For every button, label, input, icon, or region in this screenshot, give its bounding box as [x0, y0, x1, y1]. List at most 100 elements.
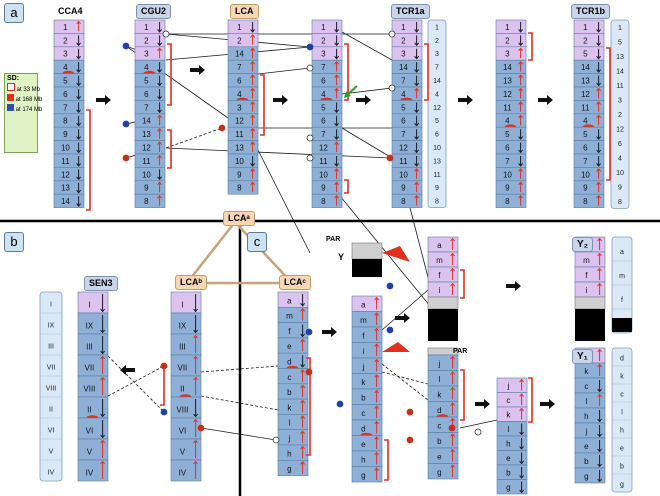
sen3-arrowhead-4	[100, 376, 105, 381]
tcr1a-label-7: 6	[401, 117, 406, 126]
tcr1a-label-5: 4	[401, 90, 406, 99]
y1a-label-3: l	[508, 425, 510, 434]
sen3-ideo-label-4: VIII	[46, 386, 57, 393]
lcab-arrowhead-7	[193, 439, 198, 444]
tcr1b-label-2: 3	[505, 50, 510, 59]
ideo-a1-label-0: 1	[435, 24, 439, 31]
tcr1a-label-4: 7	[401, 77, 406, 86]
lca2-arrowhead-3	[334, 60, 339, 65]
y1a-arrowhead-7	[519, 489, 524, 494]
y2-ideo-label-0: a	[620, 249, 624, 256]
tcr1b-arrowhead-7	[518, 114, 523, 119]
midtop-label-0: a	[437, 241, 442, 250]
tcr1c-label-0: 1	[583, 23, 588, 32]
header-tcr1b: TCR1b	[571, 4, 610, 19]
sen3-label-2: III	[86, 343, 93, 352]
dot-c5	[406, 436, 414, 444]
midbot-label-4: c	[437, 421, 441, 430]
dot-a2	[162, 30, 170, 38]
bracket-cgu2-top	[167, 43, 172, 106]
lca2-arrowhead-10	[334, 163, 339, 167]
cca4-arrowhead-0	[76, 20, 81, 25]
par-flag-mid	[382, 342, 410, 352]
y1a-arrowhead-4	[519, 446, 524, 450]
conn-b1	[107, 355, 165, 413]
midtop-arrowhead-2	[450, 267, 455, 272]
dot-b5	[305, 328, 313, 336]
lcab-arrowhead-5	[193, 413, 198, 418]
header-cgu2: CGU2	[136, 4, 172, 19]
tcr1a-arrowhead-13	[414, 194, 419, 199]
sen3-ideo-label-2: III	[48, 344, 54, 351]
lcab-label-0: I	[181, 301, 183, 310]
midbot-label-6: e	[437, 452, 442, 461]
midbot-arrowhead-4	[450, 417, 455, 422]
conn-b4	[200, 395, 279, 411]
cca4-label-13: 14	[61, 197, 70, 206]
lcac-arrowhead-8	[300, 415, 305, 419]
lca-label-9: 13	[235, 144, 244, 153]
sen3-label-5: II	[87, 406, 91, 415]
y1-ideo-label-7: g	[620, 482, 624, 489]
ychrom-arrowhead-7	[374, 405, 379, 409]
lcac-label-11: g	[287, 465, 291, 474]
tcr1c-arrowhead-11	[596, 168, 601, 172]
y1-arrowhead-8	[597, 478, 602, 483]
tcr1a-label-2: 3	[401, 50, 406, 59]
lcab-label-7: V	[180, 448, 186, 457]
sen3-label-4: VIII	[83, 385, 95, 394]
tcr1c-label-3: 14	[581, 63, 590, 72]
sen3-label-8: IV	[86, 469, 94, 478]
lca-label-10: 10	[235, 157, 244, 166]
cgu2-label-5: 6	[144, 90, 149, 99]
tcr1c-arrowhead-5	[596, 87, 601, 92]
cgu2-label-3: 4	[144, 63, 149, 72]
lcac-label-6: b	[287, 388, 292, 397]
y1-label-2: c	[584, 382, 588, 391]
tcr1b-arrowhead-0	[518, 29, 523, 33]
tcr1a-arrowhead-3	[414, 69, 419, 73]
cgu2-arrowhead-8	[157, 127, 162, 132]
sd-legend-item-168: at 168 Mb	[7, 94, 42, 104]
cgu2-arrowhead-13	[157, 194, 162, 199]
ideo-a1-label-5: 4	[435, 91, 439, 98]
bracket-tcr1c	[606, 47, 611, 181]
tcr1b-label-1: 2	[505, 36, 510, 45]
midtop-label-1: m	[436, 256, 443, 265]
lca-arrowhead-12	[250, 181, 255, 186]
cca4-label-4: 5	[63, 77, 68, 86]
midbot-label-1: l	[439, 375, 441, 384]
cgu2-arrowhead-11	[157, 176, 162, 181]
ideo-a2-label-9: 4	[618, 156, 622, 163]
tcr1a-label-9: 12	[399, 144, 408, 153]
bracket-lca2	[344, 43, 349, 101]
tcr1a-arrowhead-7	[414, 122, 419, 127]
ideo-a1-label-7: 5	[435, 118, 439, 125]
sen3-label-7: V	[87, 448, 93, 457]
cgu2-arrowhead-4	[157, 82, 162, 87]
ychrom-arrowhead-10	[374, 451, 379, 456]
cca4-arrowhead-2	[76, 55, 81, 60]
lcab-label-6: VI	[179, 427, 187, 436]
tcr1b-arrowhead-13	[518, 194, 523, 199]
lcab-label-8: IV	[179, 469, 187, 478]
dot-c7	[474, 428, 482, 436]
ideo-a2-label-7: 12	[616, 127, 624, 134]
cgu2-arrowhead-12	[157, 181, 162, 186]
tcr1a-label-11: 10	[399, 170, 408, 179]
tcr1c-label-4: 13	[581, 77, 590, 86]
tcr1a-arrowhead-0	[414, 29, 419, 33]
y1-arrowhead-1	[597, 363, 602, 368]
tcr1a-arrowhead-11	[414, 168, 419, 172]
cca4-label-12: 13	[61, 184, 70, 193]
lcab-arrowhead-3	[193, 355, 198, 360]
y1a-arrowhead-1	[519, 393, 524, 397]
ideo-a1-label-10: 13	[433, 158, 441, 165]
cgu2-arrowhead-1	[157, 42, 162, 47]
cca4-label-7: 8	[63, 117, 68, 126]
y1a-label-1: c	[506, 396, 510, 405]
tcr1c-label-1: 2	[583, 36, 588, 45]
y2-ideo-label-2: f	[621, 297, 623, 304]
ideo-a2-label-4: 11	[616, 83, 623, 90]
